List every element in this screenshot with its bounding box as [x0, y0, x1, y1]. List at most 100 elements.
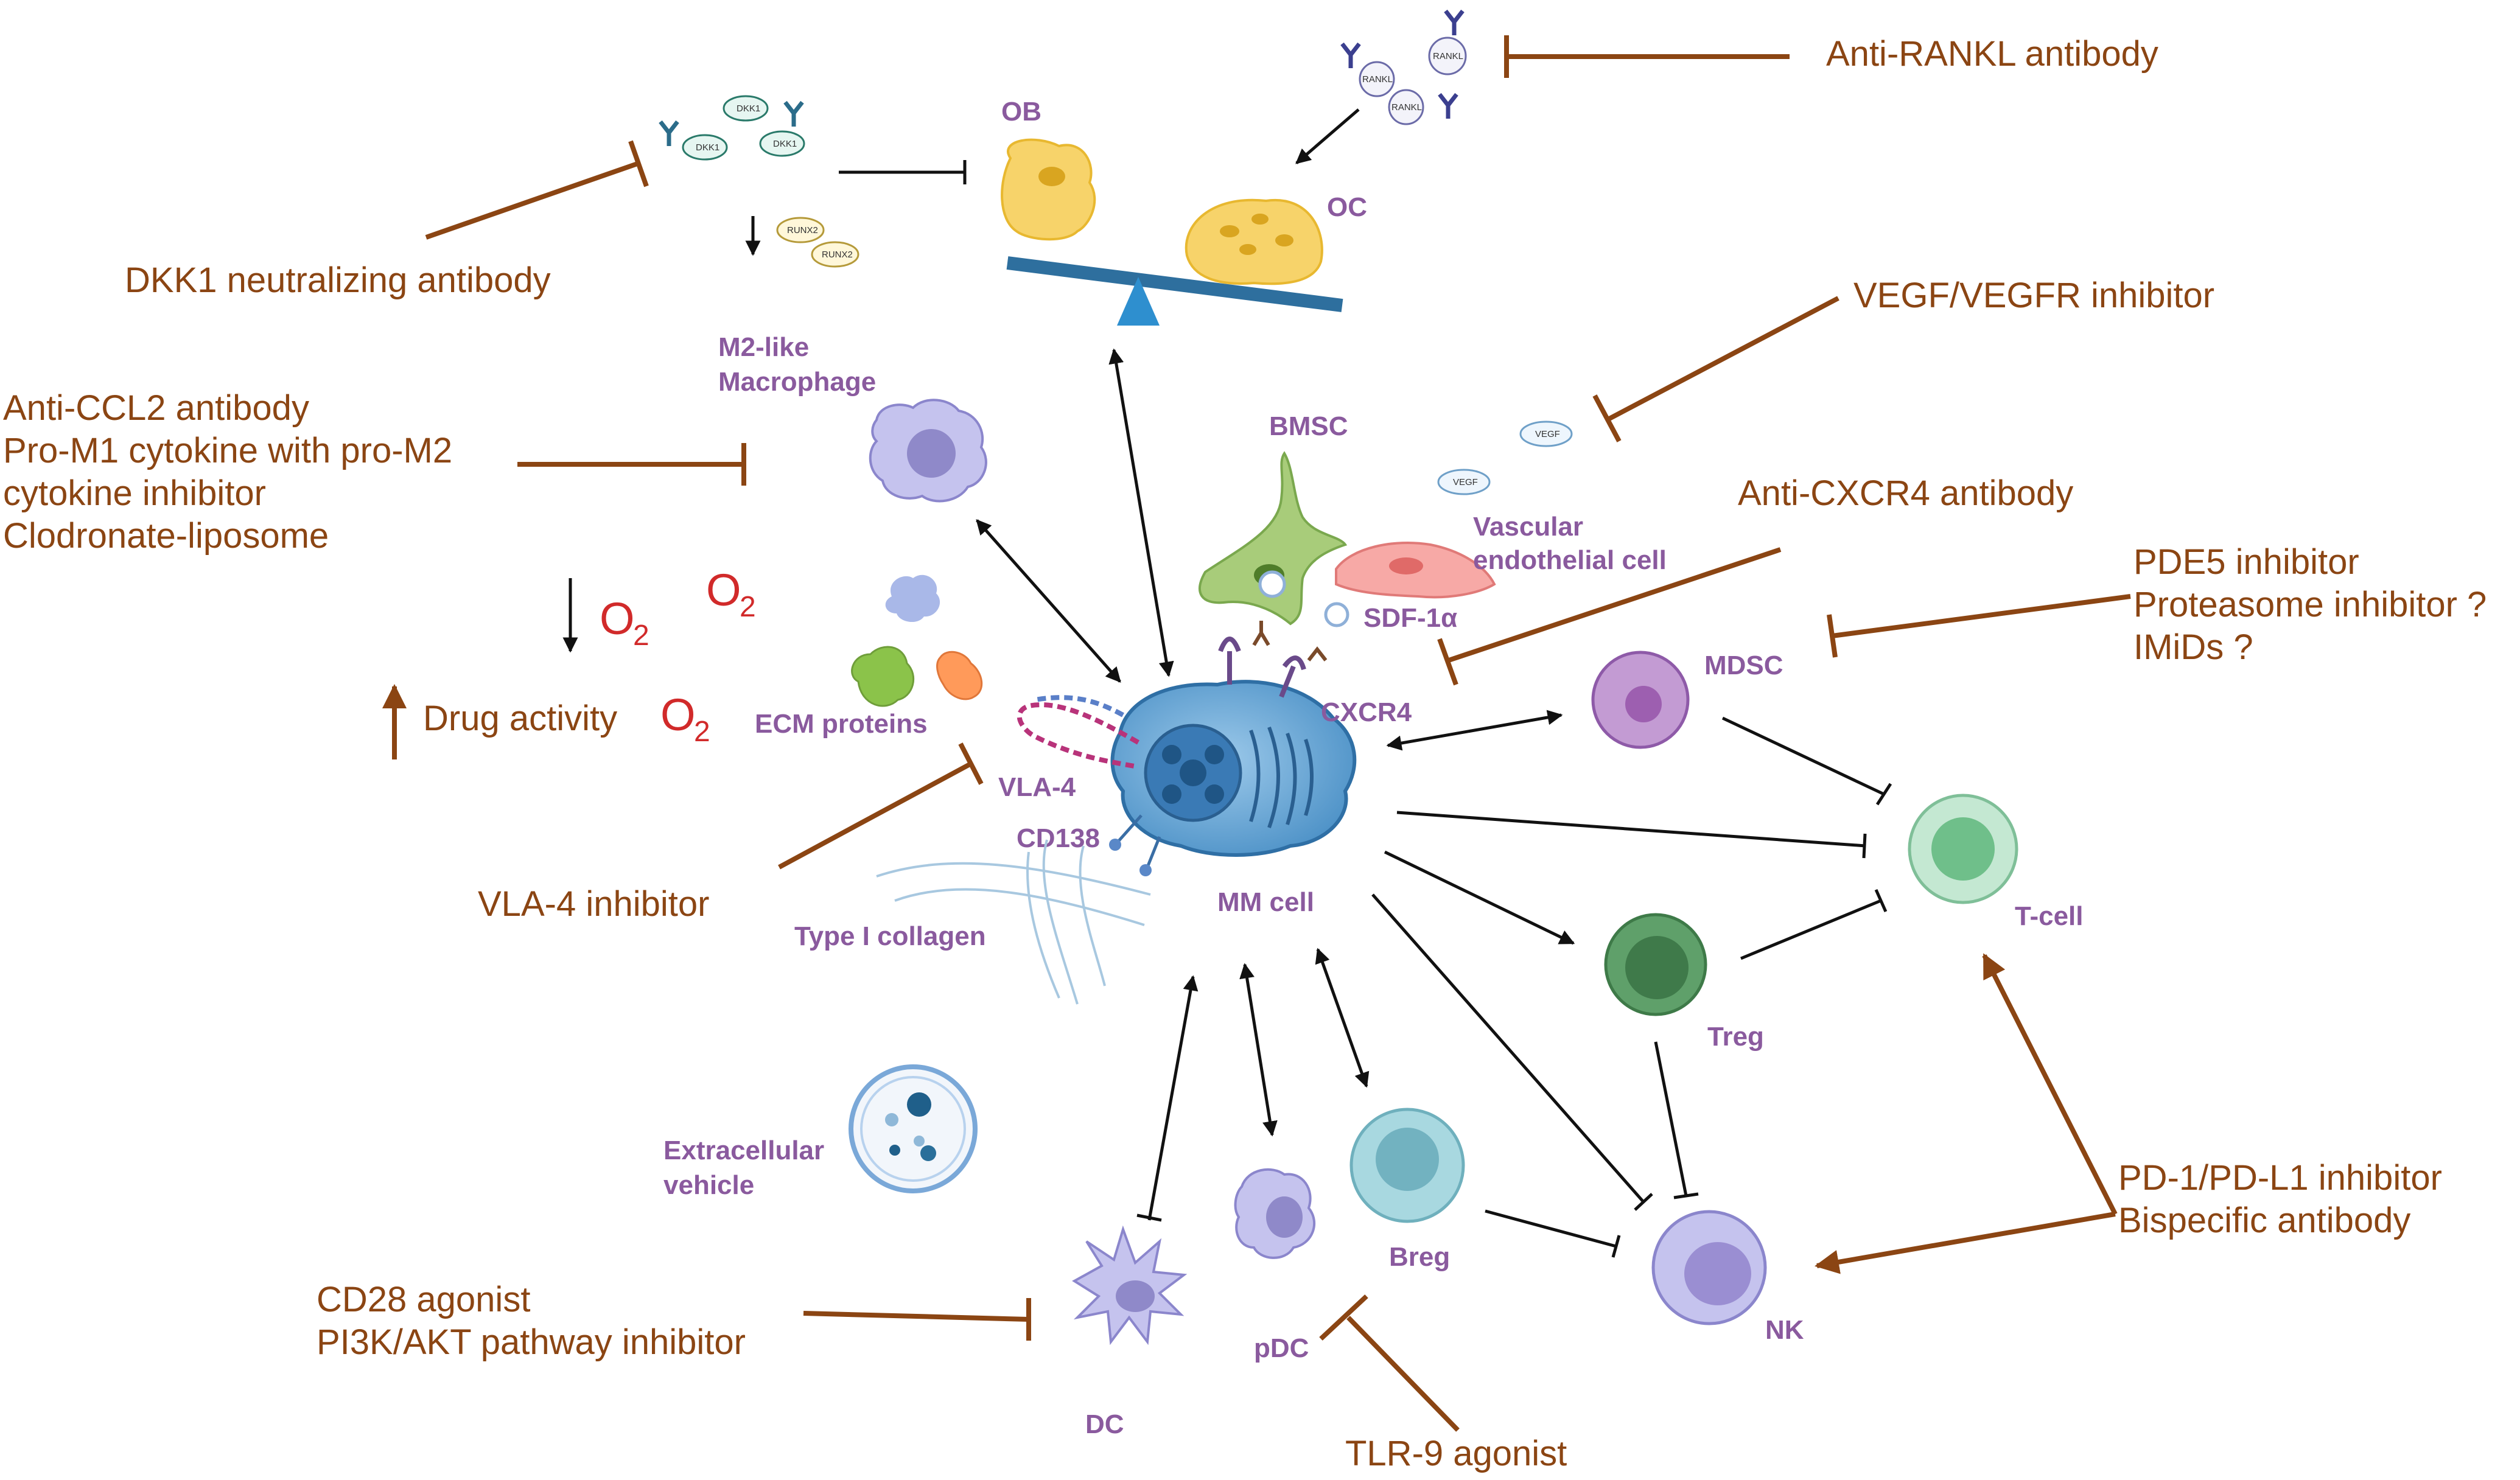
macrophage-therapy-1: Anti-CCL2 antibody: [3, 388, 309, 428]
macrophage-therapy-2: Pro-M1 cytokine with pro-M2: [3, 431, 452, 470]
svg-text:RUNX2: RUNX2: [787, 225, 818, 236]
treg-inhibits-nk: [1654, 1041, 1699, 1199]
vla4-label: VLA-4: [998, 772, 1076, 802]
m2-label-line1: M2-like: [718, 332, 809, 362]
treg-label: Treg: [1707, 1022, 1764, 1052]
vegf-inhibitor-text: VEGF/VEGFR inhibitor: [1853, 276, 2214, 315]
pdc-icon: [1234, 1168, 1315, 1259]
ecm-proteins-icon: [851, 574, 983, 707]
vla4-inhibition: [778, 742, 984, 870]
macrophage-therapy-3: cytokine inhibitor: [3, 473, 266, 513]
svg-text:2: 2: [633, 620, 649, 652]
dc-inhibits-mm: [1136, 975, 1199, 1222]
macrophage-therapy-4: Clodronate-liposome: [3, 516, 329, 556]
mm-pdc-arrow: [1239, 963, 1278, 1137]
svg-text:RANKL: RANKL: [1391, 102, 1422, 113]
sdf1-label: SDF-1α: [1363, 603, 1457, 633]
svg-text:VEGF: VEGF: [1535, 429, 1560, 439]
svg-text:DKK1: DKK1: [773, 139, 797, 149]
checkpoint-to-tcell-arrow: [1982, 953, 2118, 1215]
vascular-label-line1: Vascular: [1473, 512, 1583, 542]
treg-icon: [1604, 913, 1707, 1016]
dkk1-protein-icon: DKK1 DKK1 DKK1: [659, 95, 805, 161]
mdsc-mm-arrow: [1386, 710, 1563, 751]
pdc-label: pDC: [1254, 1333, 1309, 1363]
anti-cxcr4-text: Anti-CXCR4 antibody: [1738, 473, 2073, 513]
svg-text:DKK1: DKK1: [737, 103, 760, 114]
o2-mid: O 2: [706, 565, 756, 623]
checkpoint-to-nk-arrow: [1815, 1212, 2116, 1274]
o2-bottom: O 2: [660, 689, 710, 748]
mdsc-icon: [1591, 651, 1690, 749]
osteoclast-icon: [1185, 198, 1323, 285]
vascular-endothelial-cell-icon: [1335, 541, 1496, 599]
o2-low: O 2: [600, 593, 649, 652]
svg-text:O: O: [706, 565, 741, 615]
svg-text:DKK1: DKK1: [696, 142, 719, 153]
mm-inhibits-tcell: [1396, 811, 1867, 859]
tlr9-agonist-text: TLR-9 agonist: [1345, 1434, 1567, 1473]
mm-cell-icon: [1110, 680, 1357, 857]
svg-text:VEGF: VEGF: [1453, 477, 1478, 487]
svg-text:2: 2: [694, 716, 710, 748]
ev-label-line1: Extracellular: [663, 1136, 824, 1165]
cxcr4-label: CXCR4: [1321, 697, 1412, 727]
vegf-inhibition: [1592, 296, 1839, 442]
ev-label-line2: vehicle: [663, 1170, 754, 1200]
nk-cell-icon: [1651, 1210, 1767, 1325]
mdsc-label: MDSC: [1704, 651, 1783, 680]
mdsc-therapy-2: Proteasome inhibitor ?: [2133, 585, 2487, 624]
dkk1-antibody-inhibition: [425, 140, 649, 240]
mdsc-therapies-inhibition: [1827, 594, 2131, 658]
checkpoint-therapy-1: PD-1/PD-L1 inhibitor: [2118, 1158, 2442, 1198]
mm-cell-label: MM cell: [1217, 887, 1314, 917]
tlr9-agonist-inhibition: [1319, 1294, 1460, 1432]
bmsc-label: BMSC: [1269, 411, 1348, 441]
oc-label: OC: [1327, 192, 1367, 222]
svg-text:O: O: [660, 689, 696, 740]
osteoblast-icon: [1001, 138, 1096, 241]
mm-to-treg-arrow: [1384, 850, 1575, 945]
dkk1-antibody-text: DKK1 neutralizing antibody: [125, 260, 551, 300]
dc-therapies-inhibition: [803, 1298, 1031, 1341]
runx2-protein-icon: RUNX2 RUNX2: [776, 217, 859, 268]
anti-rankl-text: Anti-RANKL antibody: [1826, 34, 2158, 74]
checkpoint-therapy-2: Bispecific antibody: [2118, 1201, 2410, 1240]
breg-label: Breg: [1389, 1242, 1450, 1272]
rankl-to-oc-arrow: [1295, 108, 1360, 164]
macrophage-mm-arrow: [976, 519, 1121, 683]
svg-text:RANKL: RANKL: [1433, 51, 1463, 61]
cd138-label: CD138: [1017, 823, 1100, 853]
dc-icon: [1072, 1225, 1188, 1346]
macrophage-therapies-inhibition: [517, 443, 746, 486]
mdsc-therapy-1: PDE5 inhibitor: [2133, 542, 2359, 582]
svg-text:O: O: [600, 593, 635, 644]
dc-therapy-1: CD28 agonist: [317, 1280, 530, 1319]
breg-icon: [1349, 1108, 1465, 1223]
sdf1-bubble-icon: [1258, 570, 1286, 598]
t-cell-label: T-cell: [2015, 901, 2084, 931]
type1-collagen-icon: [876, 839, 1151, 1005]
t-cell-icon: [1908, 794, 2018, 904]
ecm-label: ECM proteins: [755, 709, 928, 739]
cd138-receptor-icon: [1109, 814, 1161, 876]
rankl-protein-icon: RANKL RANKL RANKL: [1340, 9, 1467, 125]
m2-label-line2: Macrophage: [718, 367, 876, 397]
sdf1-bubble-icon: [1324, 602, 1349, 627]
treg-inhibits-tcell: [1740, 888, 1888, 960]
dc-label: DC: [1085, 1409, 1124, 1439]
balance-seesaw-icon: [1006, 256, 1343, 326]
mdsc-inhibits-tcell: [1721, 716, 1892, 806]
bone-mm-arrow: [1108, 348, 1174, 677]
vla4-inhibitor-text: VLA-4 inhibitor: [478, 884, 709, 924]
svg-text:RUNX2: RUNX2: [822, 250, 853, 260]
vascular-label-line2: endothelial cell: [1473, 545, 1667, 575]
bmsc-icon: [1199, 451, 1348, 626]
nk-label: NK: [1765, 1315, 1804, 1345]
collagen-label: Type I collagen: [794, 921, 986, 951]
mm-inhibits-nk: [1371, 893, 1653, 1211]
drug-activity-text: Drug activity: [423, 699, 617, 738]
anti-rankl-inhibition: [1504, 35, 1790, 78]
breg-inhibits-nk: [1485, 1209, 1621, 1258]
